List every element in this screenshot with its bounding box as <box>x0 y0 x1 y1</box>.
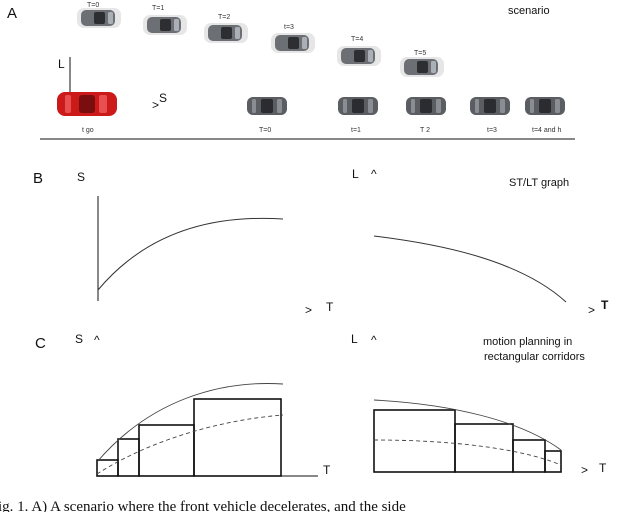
front-label: T=0 <box>87 2 99 9</box>
ego-label: t go <box>82 127 94 134</box>
gray-car-icon <box>525 97 565 115</box>
gray-car-icon <box>400 57 444 77</box>
side-label: t=4 and h <box>532 127 561 134</box>
side-vehicle-trajectory: T=0 t=1 T 2 t=3 t=4 and h <box>247 97 565 134</box>
s-axis-label: S <box>159 91 167 105</box>
st-curve <box>97 217 284 291</box>
side-label: t=1 <box>351 127 361 134</box>
gray-car-icon <box>406 97 446 115</box>
lt-corridors <box>373 409 562 473</box>
lt-upper-curve <box>373 399 562 451</box>
st-upper-curve <box>96 383 284 463</box>
lt-y-arrow: ^ <box>371 167 377 181</box>
st-y-label: S <box>77 170 85 184</box>
lt-curve <box>373 235 567 303</box>
st-dashed-curve <box>96 414 284 475</box>
lt-corridor-y-arrow: ^ <box>371 333 377 347</box>
corridor-rect <box>117 438 140 477</box>
front-label: T=1 <box>152 5 164 12</box>
corridor-rect <box>544 450 562 473</box>
lt-x-arrow: > <box>588 303 595 317</box>
panel-c: C motion planning in rectangular corrido… <box>35 332 607 477</box>
side-label: T=0 <box>259 127 271 134</box>
panel-b-letter: B <box>33 170 43 187</box>
corridor-rect <box>96 459 119 477</box>
gray-car-icon <box>77 8 121 28</box>
panel-c-title-line1: motion planning in <box>483 336 572 348</box>
panel-a: A scenario T=0 T=1 T=2 t=3 T=4 T=5 L t g… <box>7 2 575 140</box>
gray-car-icon <box>204 23 248 43</box>
gray-car-icon <box>337 46 381 66</box>
red-car-icon <box>57 92 117 116</box>
lt-corridor-x-label: T <box>599 461 607 475</box>
front-label: T=5 <box>414 50 426 57</box>
gray-car-icon <box>271 33 315 53</box>
corridor-rect <box>454 423 514 473</box>
gray-car-icon <box>470 97 510 115</box>
panel-c-letter: C <box>35 335 46 352</box>
gray-car-icon <box>143 15 187 35</box>
corridor-rect <box>512 439 546 473</box>
lt-y-label: L <box>352 167 359 181</box>
front-vehicle-trajectory: T=0 T=1 T=2 t=3 T=4 T=5 <box>77 2 444 77</box>
lt-corridor-y-label: L <box>351 332 358 346</box>
front-label: T=4 <box>351 36 363 43</box>
lt-dashed-curve <box>373 439 562 466</box>
gray-car-icon <box>247 97 287 115</box>
side-label: T 2 <box>420 127 430 134</box>
st-corridor-x-label: T <box>323 463 331 477</box>
panel-b-title: ST/LT graph <box>509 177 569 189</box>
front-label: T=2 <box>218 14 230 21</box>
st-corridors <box>96 398 282 477</box>
lt-corridor-x-arrow: > <box>581 463 588 477</box>
front-label: t=3 <box>284 24 294 31</box>
side-label: t=3 <box>487 127 497 134</box>
figure-caption: ig. 1. A) A scenario where the front veh… <box>0 499 406 512</box>
panel-a-title: scenario <box>508 5 550 17</box>
corridor-rect <box>373 409 456 473</box>
corridor-rect <box>193 398 282 477</box>
panel-a-letter: A <box>7 5 17 22</box>
lt-x-label: T <box>601 298 609 312</box>
gray-car-icon <box>338 97 378 115</box>
s-arrow-glyph: > <box>152 98 159 112</box>
st-x-arrow: > <box>305 303 312 317</box>
l-axis-label: L <box>58 57 65 71</box>
panel-b: B ST/LT graph S > T L ^ > T <box>33 167 609 317</box>
panel-c-title-line2: rectangular corridors <box>484 351 585 363</box>
corridor-rect <box>138 424 195 477</box>
st-x-label: T <box>326 300 334 314</box>
st-corridor-y-arrow: ^ <box>94 333 100 347</box>
st-corridor-y-label: S <box>75 332 83 346</box>
